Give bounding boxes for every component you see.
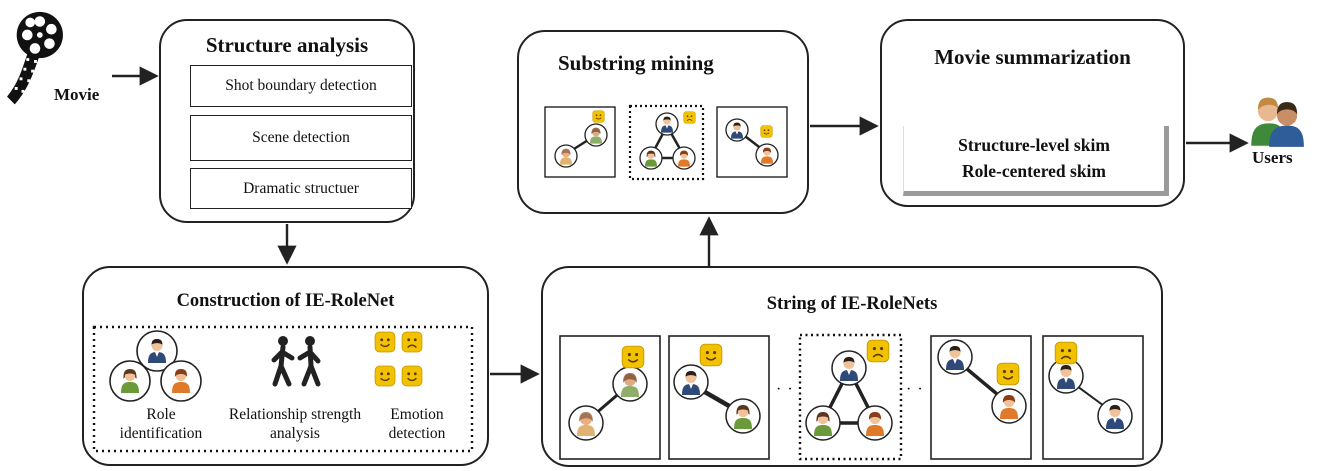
- structure-analysis-title: Structure analysis: [205, 33, 369, 57]
- substring-panel-1: [544, 106, 616, 178]
- rolenet-panel-4: [930, 335, 1032, 460]
- role-centered-skim: Role-centered skim: [903, 151, 1169, 196]
- rolenet-panel-5: [1042, 335, 1144, 460]
- users-label: Users: [1252, 148, 1293, 167]
- relationship-strength-caption: Relationship strength analysis: [228, 406, 362, 442]
- construction-title: Construction of IE-RoleNet: [176, 291, 395, 311]
- rolenet-panel-1: [559, 335, 661, 460]
- emotion-detection-caption: Emotion detection: [388, 406, 446, 442]
- movie-summarization-title: Movie summarization: [934, 45, 1131, 69]
- step-shot-boundary: Shot boundary detection: [190, 65, 412, 107]
- movie-label: Movie: [54, 85, 100, 104]
- ellipsis-1: · · ·: [776, 381, 805, 398]
- substring-panel-3: [716, 106, 788, 178]
- role-identification-icon: [109, 330, 202, 402]
- rolenet-panel-3: [798, 333, 903, 461]
- ellipsis-2: · · ·: [906, 381, 935, 398]
- step-scene-detection: Scene detection: [190, 115, 412, 161]
- rolenet-panel-2: [668, 335, 770, 460]
- string-title: String of IE-RoleNets: [766, 294, 938, 314]
- substring-mining-title: Substring mining: [558, 51, 714, 75]
- construction-dotted-frame: [92, 325, 474, 453]
- substring-panel-2: [628, 104, 705, 181]
- role-identification-caption: Role identification: [119, 406, 203, 442]
- emotion-icons: [374, 331, 423, 387]
- step-dramatic-structure: Dramatic structuer: [190, 168, 412, 209]
- film-reel-icon: [7, 11, 63, 105]
- users-icon: [1251, 97, 1304, 147]
- relationship-walking-icon: [271, 336, 321, 387]
